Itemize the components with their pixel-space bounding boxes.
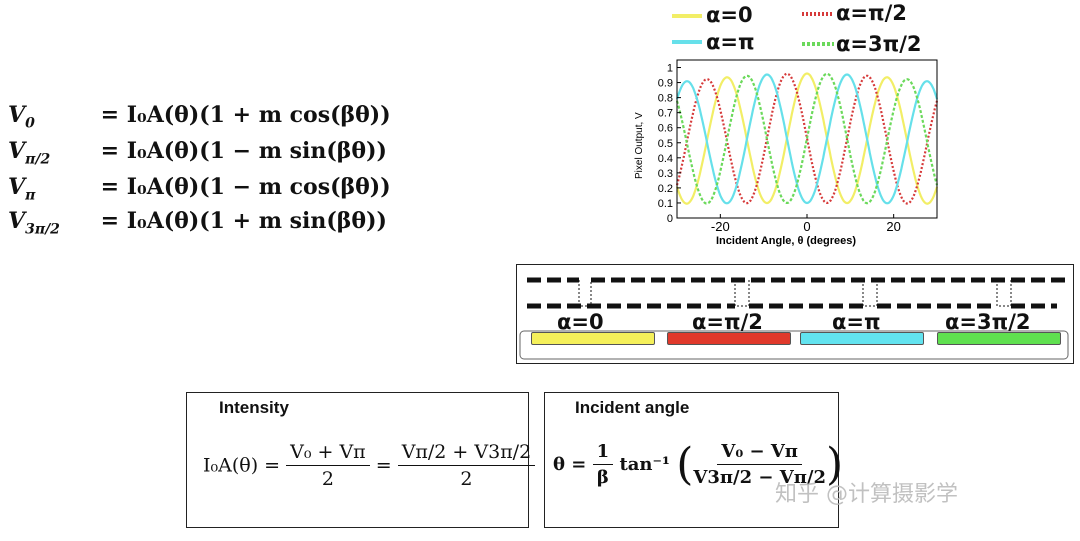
x-ticks: -20 0 20 bbox=[711, 214, 901, 234]
substrate bbox=[519, 330, 1069, 360]
fraction-numerator: Vπ/2 + V3π/2 bbox=[397, 441, 536, 466]
grating-gap-2 bbox=[734, 280, 750, 307]
incident-angle-formula-box: Incident angle θ = 1 β tan⁻¹ ( V₀ − Vπ V… bbox=[544, 392, 843, 528]
one-over-beta: 1 β bbox=[592, 441, 614, 488]
equation-lhs: Vπ bbox=[8, 174, 36, 204]
equals-sign: = bbox=[375, 454, 392, 477]
legend-label-alpha-3pi-2: α=3π/2 bbox=[836, 32, 922, 56]
equation-v-3pi-2: V3π/2 = I₀A(θ)(1 + m sin(βθ)) bbox=[8, 208, 387, 237]
fraction-denominator: β bbox=[596, 467, 609, 488]
grating-gap-3 bbox=[862, 280, 878, 307]
grating-gap-4 bbox=[996, 280, 1012, 307]
y-tick-label: 0.4 bbox=[658, 153, 673, 165]
left-paren: ( bbox=[676, 439, 694, 490]
x-tick-label: 20 bbox=[886, 219, 900, 234]
phase-ratio: V₀ − Vπ V3π/2 − Vπ/2 bbox=[693, 441, 826, 488]
y-tick-label: 0.7 bbox=[658, 108, 673, 120]
fraction-denominator: 2 bbox=[460, 468, 473, 490]
x-axis-label: Incident Angle, θ (degrees) bbox=[716, 235, 856, 247]
intensity-fraction-1: V₀ + Vπ 2 bbox=[286, 441, 370, 490]
y-tick-label: 0.8 bbox=[658, 93, 673, 105]
incident-angle-title: Incident angle bbox=[575, 398, 690, 417]
y-tick-label: 0.6 bbox=[658, 123, 673, 135]
intensity-formula-box: Intensity I₀A(θ) = V₀ + Vπ 2 = Vπ/2 + V3… bbox=[186, 392, 536, 528]
grating-lines bbox=[519, 277, 1069, 360]
theta-lhs: θ = bbox=[553, 454, 587, 475]
intensity-formula: I₀A(θ) = V₀ + Vπ 2 = Vπ/2 + V3π/2 2 bbox=[203, 441, 536, 490]
fraction-numerator: V₀ − Vπ bbox=[717, 441, 802, 465]
y-tick-label: 0.5 bbox=[658, 138, 673, 150]
pixel-label-alpha-0: α=0 bbox=[557, 310, 604, 334]
equation-rhs: = I₀A(θ)(1 + m cos(βθ)) bbox=[100, 102, 391, 128]
equation-lhs: Vπ/2 bbox=[8, 138, 51, 168]
chart-series-1 bbox=[675, 72, 939, 205]
intensity-lhs: I₀A(θ) = bbox=[203, 454, 281, 477]
x-tick-label: -20 bbox=[711, 219, 730, 234]
y-tick-label: 1 bbox=[667, 63, 673, 75]
grating-gap-1 bbox=[578, 280, 592, 307]
x-tick-label: 0 bbox=[803, 219, 810, 234]
legend-label-alpha-pi: α=π bbox=[706, 30, 755, 54]
y-tick-label: 0.2 bbox=[658, 183, 673, 195]
fraction-denominator: V3π/2 − Vπ/2 bbox=[693, 467, 826, 488]
arctan-function: tan⁻¹ bbox=[619, 454, 670, 475]
pixel-label-alpha-pi: α=π bbox=[832, 310, 881, 334]
legend-label-alpha-0: α=0 bbox=[706, 3, 753, 27]
chart-series-0 bbox=[675, 72, 939, 205]
equation-lhs: V3π/2 bbox=[8, 208, 60, 238]
pixel-label-alpha-3pi-2: α=3π/2 bbox=[945, 310, 1031, 334]
equation-v0: V0 = I₀A(θ)(1 + m cos(βθ)) bbox=[8, 102, 391, 131]
y-tick-label: 0.1 bbox=[658, 198, 673, 210]
equation-v-pi-2: Vπ/2 = I₀A(θ)(1 − m sin(βθ)) bbox=[8, 138, 387, 167]
chart-series-3 bbox=[675, 72, 939, 205]
equation-rhs: = I₀A(θ)(1 + m sin(βθ)) bbox=[100, 208, 387, 234]
y-tick-label: 0.3 bbox=[658, 168, 673, 180]
pixel-alpha-pi-2 bbox=[667, 332, 791, 345]
intensity-fraction-2: Vπ/2 + V3π/2 2 bbox=[397, 441, 536, 490]
equation-rhs: = I₀A(θ)(1 − m cos(βθ)) bbox=[100, 174, 391, 200]
equation-lhs: V0 bbox=[8, 102, 35, 132]
right-paren: ) bbox=[825, 439, 844, 490]
y-tick-label: 0.9 bbox=[658, 78, 673, 90]
y-axis-label: Pixel Output, V bbox=[634, 112, 645, 179]
intensity-title: Intensity bbox=[219, 398, 289, 417]
equation-v-pi: Vπ = I₀A(θ)(1 − m cos(βθ)) bbox=[8, 174, 391, 203]
y-ticks: 0 0.1 0.2 0.3 0.4 0.5 0.6 0.7 0.8 0.9 1 bbox=[658, 63, 681, 225]
pixel-output-chart: -20 0 20 0 0.1 0.2 0.3 0.4 0.5 0.6 0.7 0.8 0.9 1 Pix… bbox=[634, 59, 939, 247]
legend-lines bbox=[672, 12, 834, 46]
fraction-denominator: 2 bbox=[321, 468, 334, 490]
chart-series-2 bbox=[675, 73, 939, 205]
chart-series-group bbox=[675, 72, 939, 205]
grating-diagram: α=0 α=π/2 α=π α=3π/2 bbox=[516, 264, 1074, 364]
watermark: 知乎 @计算摄影学 bbox=[775, 482, 958, 507]
pixel-alpha-0 bbox=[531, 332, 655, 345]
fraction-numerator: 1 bbox=[592, 441, 614, 465]
incident-angle-formula: θ = 1 β tan⁻¹ ( V₀ − Vπ V3π/2 − Vπ/2 ) bbox=[553, 439, 843, 490]
pixel-alpha-3pi-2 bbox=[937, 332, 1061, 345]
pixel-alpha-pi bbox=[800, 332, 924, 345]
legend-label-alpha-pi-2: α=π/2 bbox=[836, 1, 907, 25]
fraction-numerator: V₀ + Vπ bbox=[286, 441, 370, 466]
pixel-label-alpha-pi-2: α=π/2 bbox=[692, 310, 763, 334]
equation-rhs: = I₀A(θ)(1 − m sin(βθ)) bbox=[100, 138, 387, 164]
y-tick-label: 0 bbox=[667, 213, 673, 225]
